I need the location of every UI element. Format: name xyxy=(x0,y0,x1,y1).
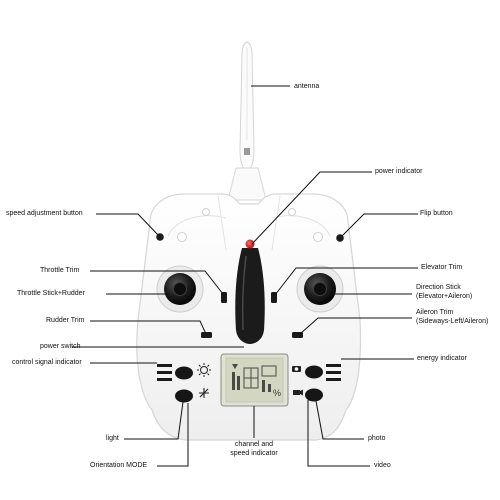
lcd-screen: % xyxy=(220,353,289,407)
signal-bar xyxy=(157,364,172,367)
orientation-icon xyxy=(199,388,209,398)
label-channel-speed-indicator: channel and speed indicator xyxy=(221,440,287,458)
label-direction-stick-line2: (Elevator+Aileron) xyxy=(416,293,473,300)
label-throttle-trim: Throttle Trim xyxy=(40,267,80,274)
label-speed-adjustment-button: speed adjustment button xyxy=(6,210,83,217)
leader-orientation-mode xyxy=(157,403,189,467)
label-light: light xyxy=(106,435,119,442)
leader-power-indicator xyxy=(251,171,372,245)
label-direction-stick-line1: Direction Stick xyxy=(416,284,461,291)
label-direction-stick: Direction Stick (Elevator+Aileron) xyxy=(416,283,472,301)
power-indicator-light xyxy=(245,239,255,249)
label-aileron-trim-line2: (Sideways-Left/Aileron) xyxy=(416,318,489,325)
label-energy-indicator: energy indicator xyxy=(417,355,467,362)
label-power-switch: power switch xyxy=(40,343,81,350)
leader-elevator-trim xyxy=(274,267,418,296)
orientation-mode-button xyxy=(175,389,193,403)
video-icon xyxy=(293,390,300,395)
label-flip-button: Flip button xyxy=(420,210,453,217)
label-rudder-trim: Rudder Trim xyxy=(46,317,85,324)
right-bottom-cluster xyxy=(292,364,341,402)
label-throttle-stick-rudder: Throttle Stick+Rudder xyxy=(17,290,85,297)
signal-bar xyxy=(157,378,172,381)
leader-light xyxy=(124,401,184,440)
label-orientation-mode: Orientation MODE xyxy=(90,462,148,469)
leader-photo xyxy=(315,400,364,440)
label-elevator-trim: Elevator Trim xyxy=(421,264,463,271)
leader-flip xyxy=(341,213,418,237)
antenna-base xyxy=(227,167,267,201)
leader-throttle-trim xyxy=(90,270,224,295)
antenna xyxy=(227,41,267,201)
label-power-indicator: power indicator xyxy=(375,168,423,175)
energy-bar xyxy=(326,371,341,374)
label-channel-speed-line1: channel and xyxy=(234,441,274,448)
power-switch-bar xyxy=(235,248,265,344)
label-antenna: antenna xyxy=(294,83,320,90)
light-icon xyxy=(200,366,208,374)
energy-bar xyxy=(326,364,341,367)
leader-lines xyxy=(72,85,418,467)
leader-speed-adjustment xyxy=(96,213,160,237)
rudder-trim-switch xyxy=(201,332,212,338)
label-photo: photo xyxy=(368,435,386,442)
leader-rudder-trim xyxy=(90,320,207,335)
video-button xyxy=(305,388,323,402)
left-bottom-cluster xyxy=(157,363,211,403)
label-video: video xyxy=(374,462,391,469)
signal-bar xyxy=(157,371,172,374)
antenna-joint xyxy=(244,148,250,155)
label-aileron-trim: Aileron Trim (Sideways-Left/Aileron) xyxy=(416,308,488,326)
leader-video xyxy=(307,400,370,467)
throttle-stick xyxy=(156,265,204,313)
label-control-signal-indicator: control signal indicator xyxy=(12,359,82,366)
label-aileron-trim-line1: Aileron Trim xyxy=(416,309,454,316)
lcd-percent: % xyxy=(273,388,281,398)
direction-stick xyxy=(296,265,344,313)
label-channel-speed-line2: speed indicator xyxy=(230,450,278,457)
throttle-trim-switch xyxy=(221,292,227,303)
energy-bar xyxy=(326,378,341,381)
light-button xyxy=(175,366,193,380)
flip-button xyxy=(336,234,344,242)
leader-aileron-trim xyxy=(299,317,412,335)
photo-button xyxy=(305,365,323,379)
